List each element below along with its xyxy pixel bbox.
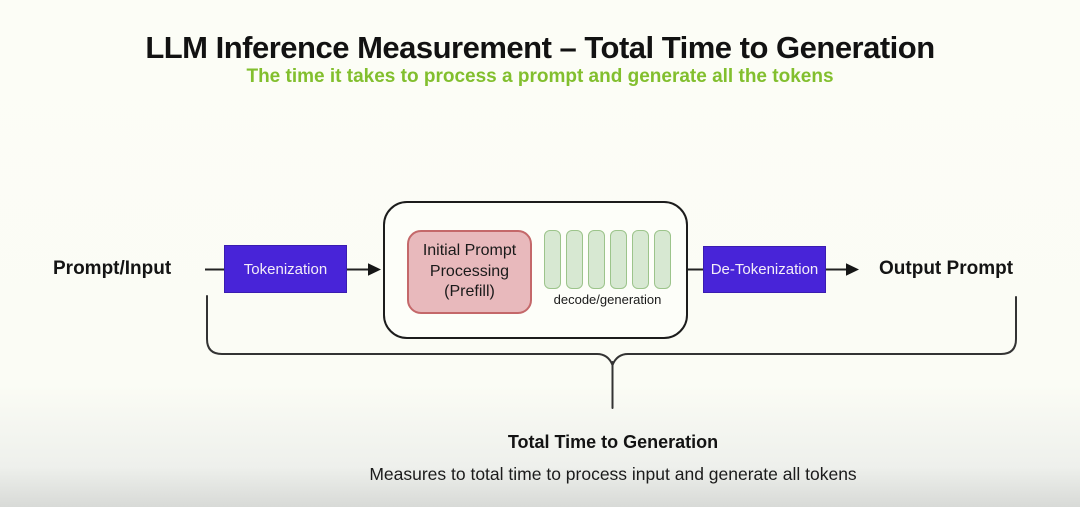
total-time-heading: Total Time to Generation xyxy=(507,432,719,452)
token-bar xyxy=(632,230,649,289)
token-bar xyxy=(566,230,583,289)
output-prompt-label: Output Prompt xyxy=(879,258,1014,279)
tokenization-box: Tokenization xyxy=(224,245,347,293)
page-subtitle: The time it takes to process a prompt an… xyxy=(246,66,834,87)
decode-tokens xyxy=(544,230,671,289)
detokenization-box: De-Tokenization xyxy=(703,246,826,293)
decode-generation-label: decode/generation xyxy=(553,292,662,307)
total-time-description: Measures to total time to process input … xyxy=(369,464,857,484)
arrowhead-right-icon xyxy=(846,263,859,276)
arrowhead-right-icon xyxy=(368,263,381,276)
token-bar xyxy=(588,230,605,289)
prompt-input-label: Prompt/Input xyxy=(53,258,172,279)
token-bar xyxy=(654,230,671,289)
token-bar xyxy=(610,230,627,289)
inference-pipeline-box: Initial Prompt Processing (Prefill) deco… xyxy=(383,201,688,339)
page-title: LLM Inference Measurement – Total Time t… xyxy=(145,30,935,65)
token-bar xyxy=(544,230,561,289)
prefill-box: Initial Prompt Processing (Prefill) xyxy=(407,230,532,314)
